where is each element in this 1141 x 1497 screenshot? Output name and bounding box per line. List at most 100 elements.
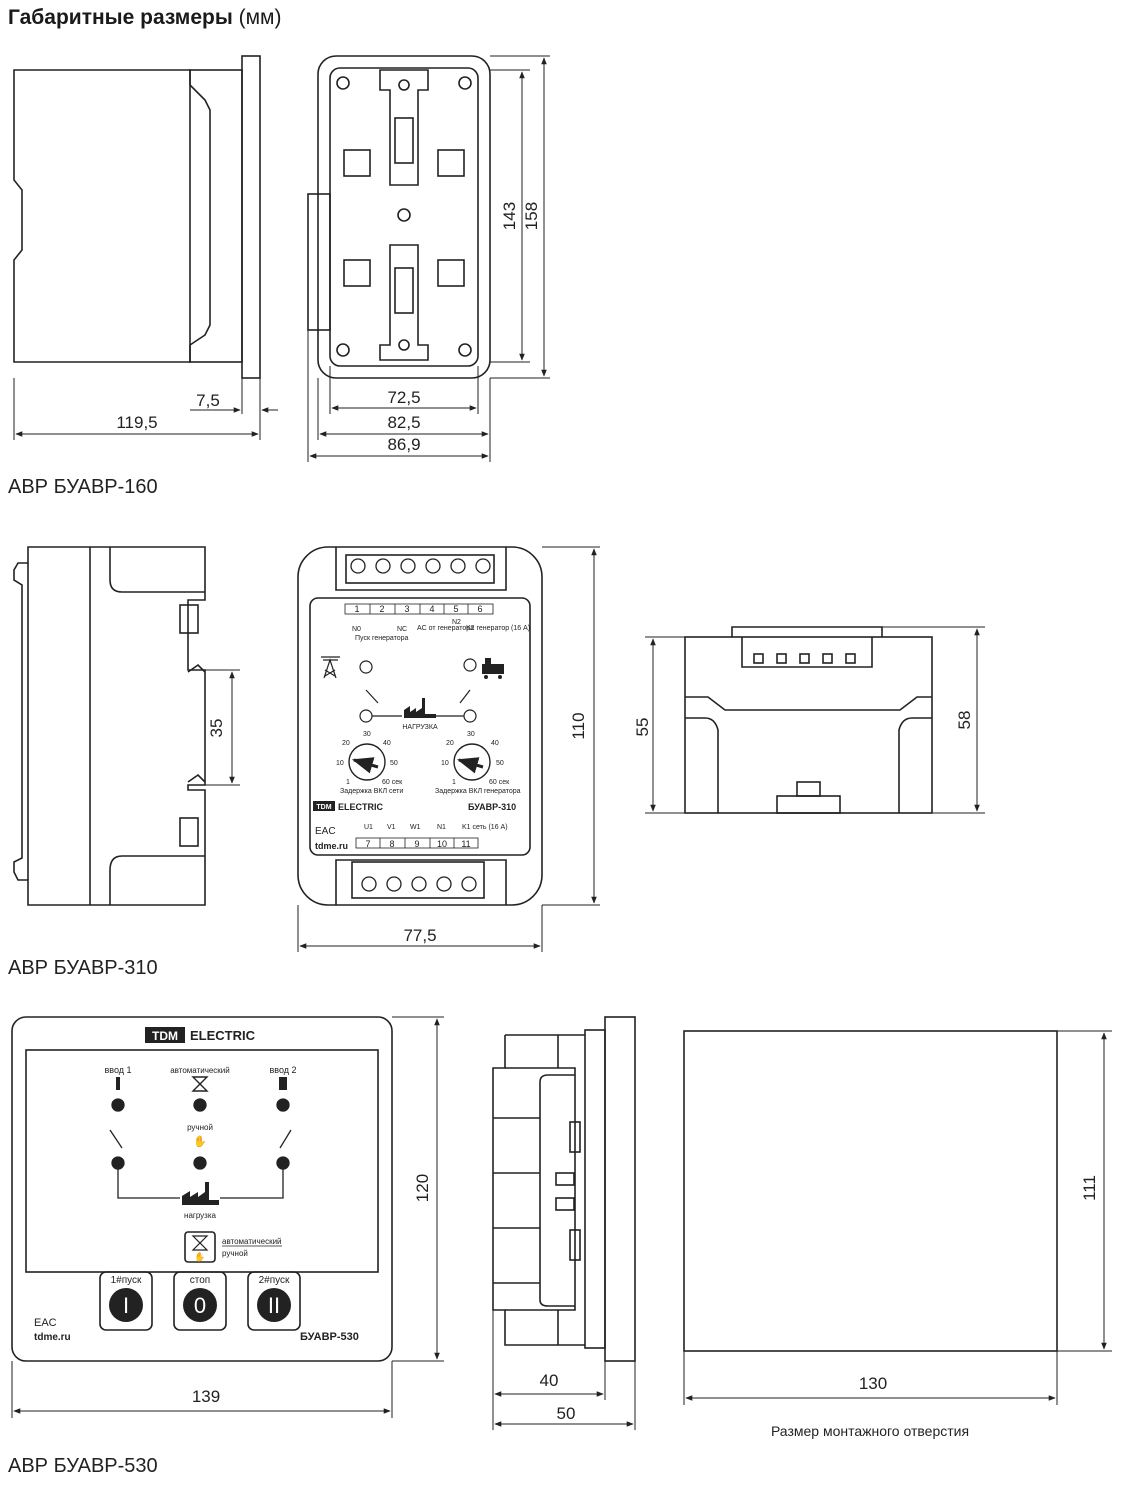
term-310-1: 1: [354, 604, 359, 614]
terminal-screws-310-top: [350, 558, 491, 574]
terminal-strip-310-bottom: [355, 837, 479, 849]
dim-310-side-h: 55: [633, 718, 652, 737]
term-310-ac: AC от генератора: [417, 625, 474, 632]
start2-glyph: II: [268, 1293, 280, 1318]
dim-160-w2: 82,5: [387, 413, 420, 432]
manual-mode-icon: ✋: [194, 1251, 205, 1262]
knob1-tick-30: 30: [363, 731, 371, 738]
hand-icon: ✋: [193, 1135, 207, 1148]
device-530-side-view: [492, 1016, 636, 1362]
device-160-back-view: [307, 55, 491, 379]
term-310-k1: K1 сеть (16 А): [462, 824, 508, 831]
diagram-310-lines: [359, 658, 477, 723]
page-title: Габаритные размеры (мм): [8, 6, 281, 30]
dim-530-hole-h: 111: [1080, 1175, 1099, 1201]
dimensions-160: [13, 55, 550, 462]
term-310-8: 8: [389, 839, 394, 849]
auto-label-530: автоматический: [170, 1066, 230, 1075]
section-label-160: АВР БУАВР-160: [8, 476, 158, 498]
stop-glyph: 0: [194, 1293, 206, 1318]
term-310-v1: V1: [387, 824, 396, 831]
delay-knob-network: [348, 743, 386, 781]
knob1-caption: Задержка ВКЛ сети: [340, 788, 403, 795]
brand-box-310: [313, 801, 335, 811]
term-310-k2: K2 генератор (16 А): [466, 625, 530, 632]
term-310-10: 10: [437, 839, 447, 849]
term-310-11: 11: [461, 839, 470, 849]
term-310-start-gen: Пуск генератора: [355, 635, 409, 642]
device-310-front-view: [297, 546, 543, 906]
input2-label: ввод 2: [269, 1065, 296, 1075]
knob2-tick-30: 30: [467, 731, 475, 738]
term-310-w1: W1: [410, 824, 421, 831]
term-310-nc: NC: [397, 626, 407, 633]
eac-530: EAC: [34, 1317, 57, 1329]
mode-auto-label: автоматический: [222, 1237, 282, 1246]
tower-icon: [321, 656, 340, 679]
dim-530-height: 120: [413, 1174, 432, 1202]
dim-530-depth2: 50: [557, 1404, 576, 1423]
device-310-side-view-2: [684, 626, 933, 814]
start2-button[interactable]: [257, 1288, 291, 1322]
dim-160-h-inner: 143: [500, 202, 519, 230]
generator-icon: [482, 658, 504, 679]
dim-310-side-h2: 58: [955, 711, 974, 730]
terminal-screws-310-bottom: [361, 876, 477, 892]
knob2-tick-40: 40: [491, 740, 499, 747]
start1-button[interactable]: [109, 1288, 143, 1322]
dim-160-flange: 7,5: [196, 391, 220, 410]
start1-glyph: I: [123, 1293, 129, 1318]
term-310-u1: U1: [364, 824, 373, 831]
knob2-tick-60: 60 сек: [489, 779, 510, 786]
section-label-530: АВР БУАВР-530: [8, 1455, 158, 1477]
brand2-310: ELECTRIC: [338, 802, 384, 812]
title-unit: (мм): [238, 6, 282, 29]
dim-530-depth1: 40: [540, 1371, 559, 1390]
device-530-front-view: [11, 1016, 393, 1362]
mounting-hole-530: [683, 1030, 1058, 1352]
dim-160-w1: 72,5: [387, 388, 420, 407]
brand2-530: ELECTRIC: [190, 1028, 256, 1043]
knob1-tick-40: 40: [383, 740, 391, 747]
term-310-n2: N2: [452, 619, 461, 626]
knob2-tick-1: 1: [452, 779, 456, 786]
mode-manual-label: ручной: [222, 1249, 248, 1258]
indicators-530: [116, 1076, 287, 1092]
load-label-530: нагрузка: [184, 1211, 216, 1220]
dim-530-width: 139: [192, 1387, 220, 1406]
load-310: НАГРУЗКА: [402, 724, 438, 731]
term-310-6: 6: [477, 604, 482, 614]
knob1-tick-1: 1: [346, 779, 350, 786]
knob1-tick-10: 10: [336, 760, 344, 767]
brand-box-530: [145, 1027, 185, 1043]
term-310-7: 7: [365, 839, 370, 849]
model-530: БУАВР-530: [300, 1331, 359, 1343]
device-160-side-view: [13, 55, 261, 379]
diagram-530-lines: [109, 1098, 292, 1199]
dim-310-height: 110: [569, 712, 588, 739]
brand-310: TDM: [316, 804, 331, 811]
auto-mode-icon: [191, 1235, 209, 1251]
brand-530: TDM: [152, 1029, 178, 1043]
term-310-n1: N1: [437, 824, 446, 831]
model-310: БУАВР-310: [468, 802, 516, 812]
knob1-tick-60: 60 сек: [382, 779, 403, 786]
title-bold: Габаритные размеры: [8, 6, 233, 29]
delay-knob-generator: [453, 743, 491, 781]
site-310: tdme.ru: [315, 841, 348, 851]
section-label-310: АВР БУАВР-310: [8, 957, 158, 979]
dim-310-din: 35: [207, 719, 226, 738]
term-310-no: N0: [352, 626, 361, 633]
dimensions-530: [11, 1016, 1112, 1430]
knob2-tick-10: 10: [441, 760, 449, 767]
knob1-tick-20: 20: [342, 740, 350, 747]
button2-label: стоп: [190, 1275, 210, 1286]
knob2-tick-20: 20: [446, 740, 454, 747]
factory-icon-310: [404, 698, 436, 718]
stop-button[interactable]: [183, 1288, 217, 1322]
knob1-tick-50: 50: [390, 760, 398, 767]
eac-310: EAC: [315, 826, 336, 837]
device-310-side-view: [13, 546, 206, 906]
term-310-9: 9: [414, 839, 419, 849]
